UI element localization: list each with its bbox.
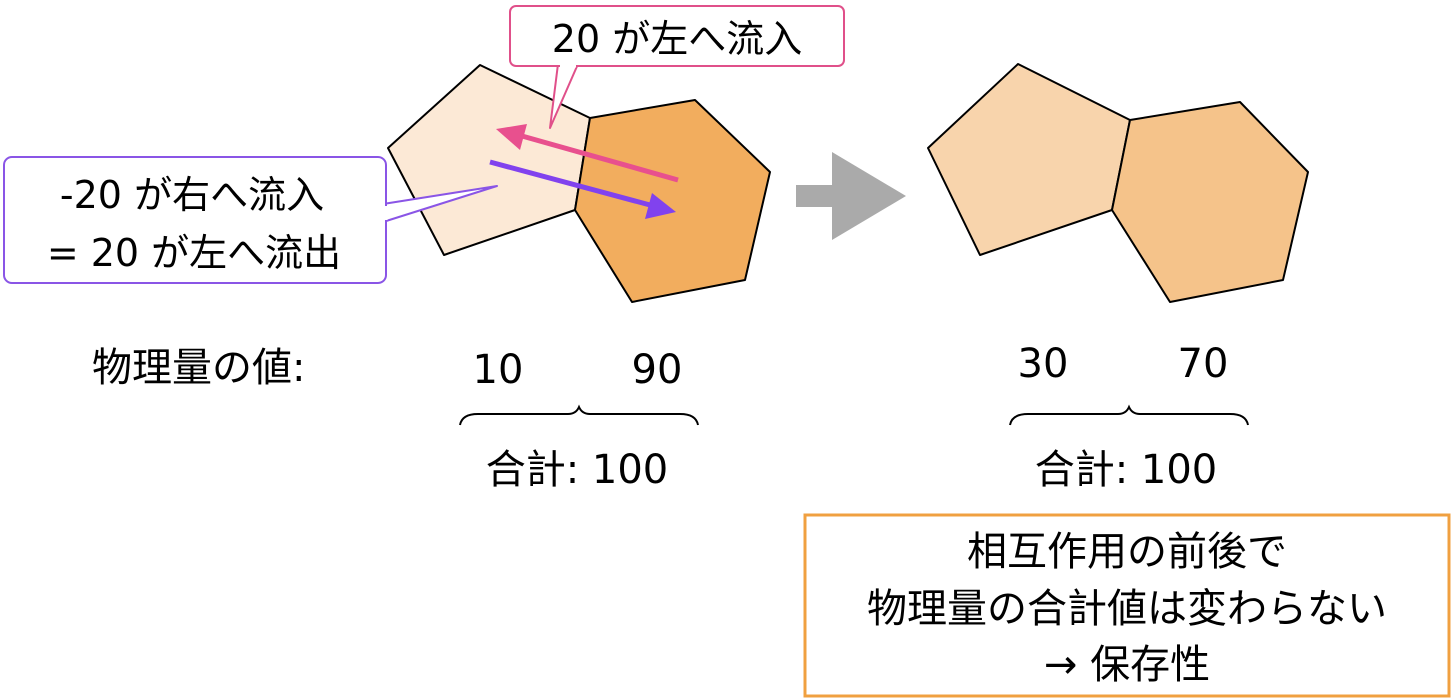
after-brace: [1009, 404, 1249, 426]
before-left-cell: [387, 64, 591, 256]
before-sum: 合計: 100: [486, 447, 669, 493]
transition-arrow: [796, 152, 906, 240]
conclusion-line3: → 保存性: [1044, 642, 1210, 688]
before-right-value: 90: [632, 347, 683, 393]
after-right-cell: [1111, 101, 1309, 303]
top-callout: 20 が左へ流入: [509, 5, 845, 129]
after-sum: 合計: 100: [1035, 447, 1218, 493]
before-left-value: 10: [473, 347, 524, 393]
left-callout-line1: -20 が右へ流入: [60, 173, 324, 217]
left-callout-line2: = 20 が左へ流出: [47, 231, 341, 275]
inflow-arrow: [496, 124, 679, 183]
after-right-value: 70: [1178, 341, 1229, 387]
conclusion-line1: 相互作用の前後で: [967, 529, 1287, 575]
quantity-label: 物理量の値:: [92, 345, 305, 391]
before-right-cell: [574, 99, 771, 303]
after-left-value: 30: [1018, 341, 1069, 387]
after-left-cell: [927, 63, 1131, 256]
conclusion-line2: 物理量の合計値は変わらない: [867, 586, 1387, 632]
outflow-arrow: [489, 159, 676, 219]
before-brace: [459, 404, 699, 426]
left-callout: -20 が右へ流入 = 20 が左へ流出: [3, 156, 498, 284]
top-callout-text: 20 が左へ流入: [552, 17, 802, 61]
conclusion-box: 相互作用の前後で 物理量の合計値は変わらない → 保存性: [803, 513, 1451, 698]
